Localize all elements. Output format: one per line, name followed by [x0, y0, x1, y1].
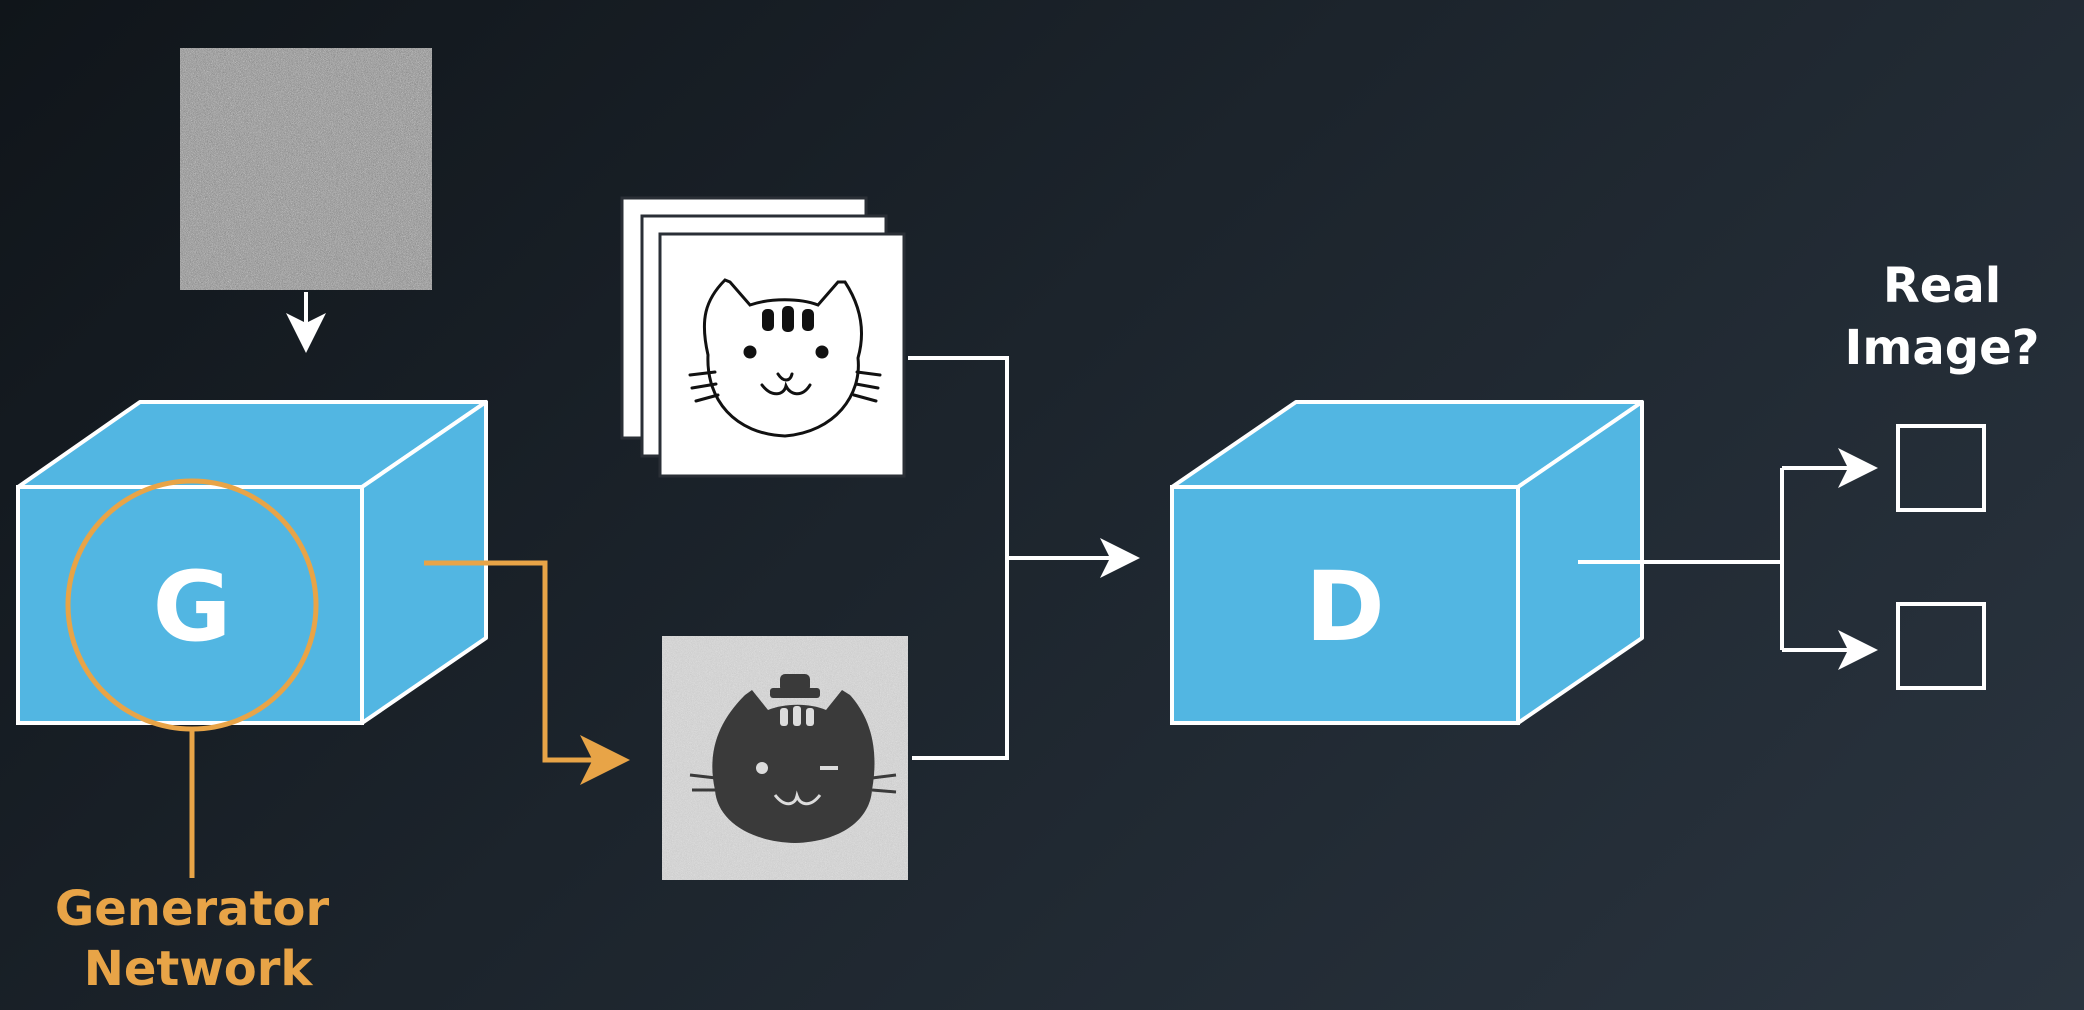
generator-highlight-circle [65, 478, 319, 732]
real-image-stack [620, 196, 906, 478]
real-checkbox[interactable] [1896, 424, 1986, 512]
generator-label-line2: Network [84, 941, 314, 997]
generated-image [662, 636, 908, 880]
discriminator-letter: D [1305, 551, 1385, 663]
discriminator-box: D [1170, 400, 1644, 725]
generator-label-line1: Generator [55, 881, 330, 937]
output-branch-lines [1578, 448, 1878, 670]
noisy-cat-icon [689, 674, 897, 843]
generator-output-arrow [424, 560, 630, 785]
output-label-line1: Real [1883, 258, 2001, 314]
noise-input-image [180, 48, 432, 290]
output-label-line2: Image? [1844, 320, 2039, 376]
generator-letter: G [153, 551, 232, 663]
cat-stripes [762, 306, 814, 332]
cat-drawing-icon [688, 278, 882, 438]
generator-box: G [16, 400, 488, 725]
discriminator-input-lines [908, 356, 1140, 760]
fake-checkbox[interactable] [1896, 602, 1986, 690]
